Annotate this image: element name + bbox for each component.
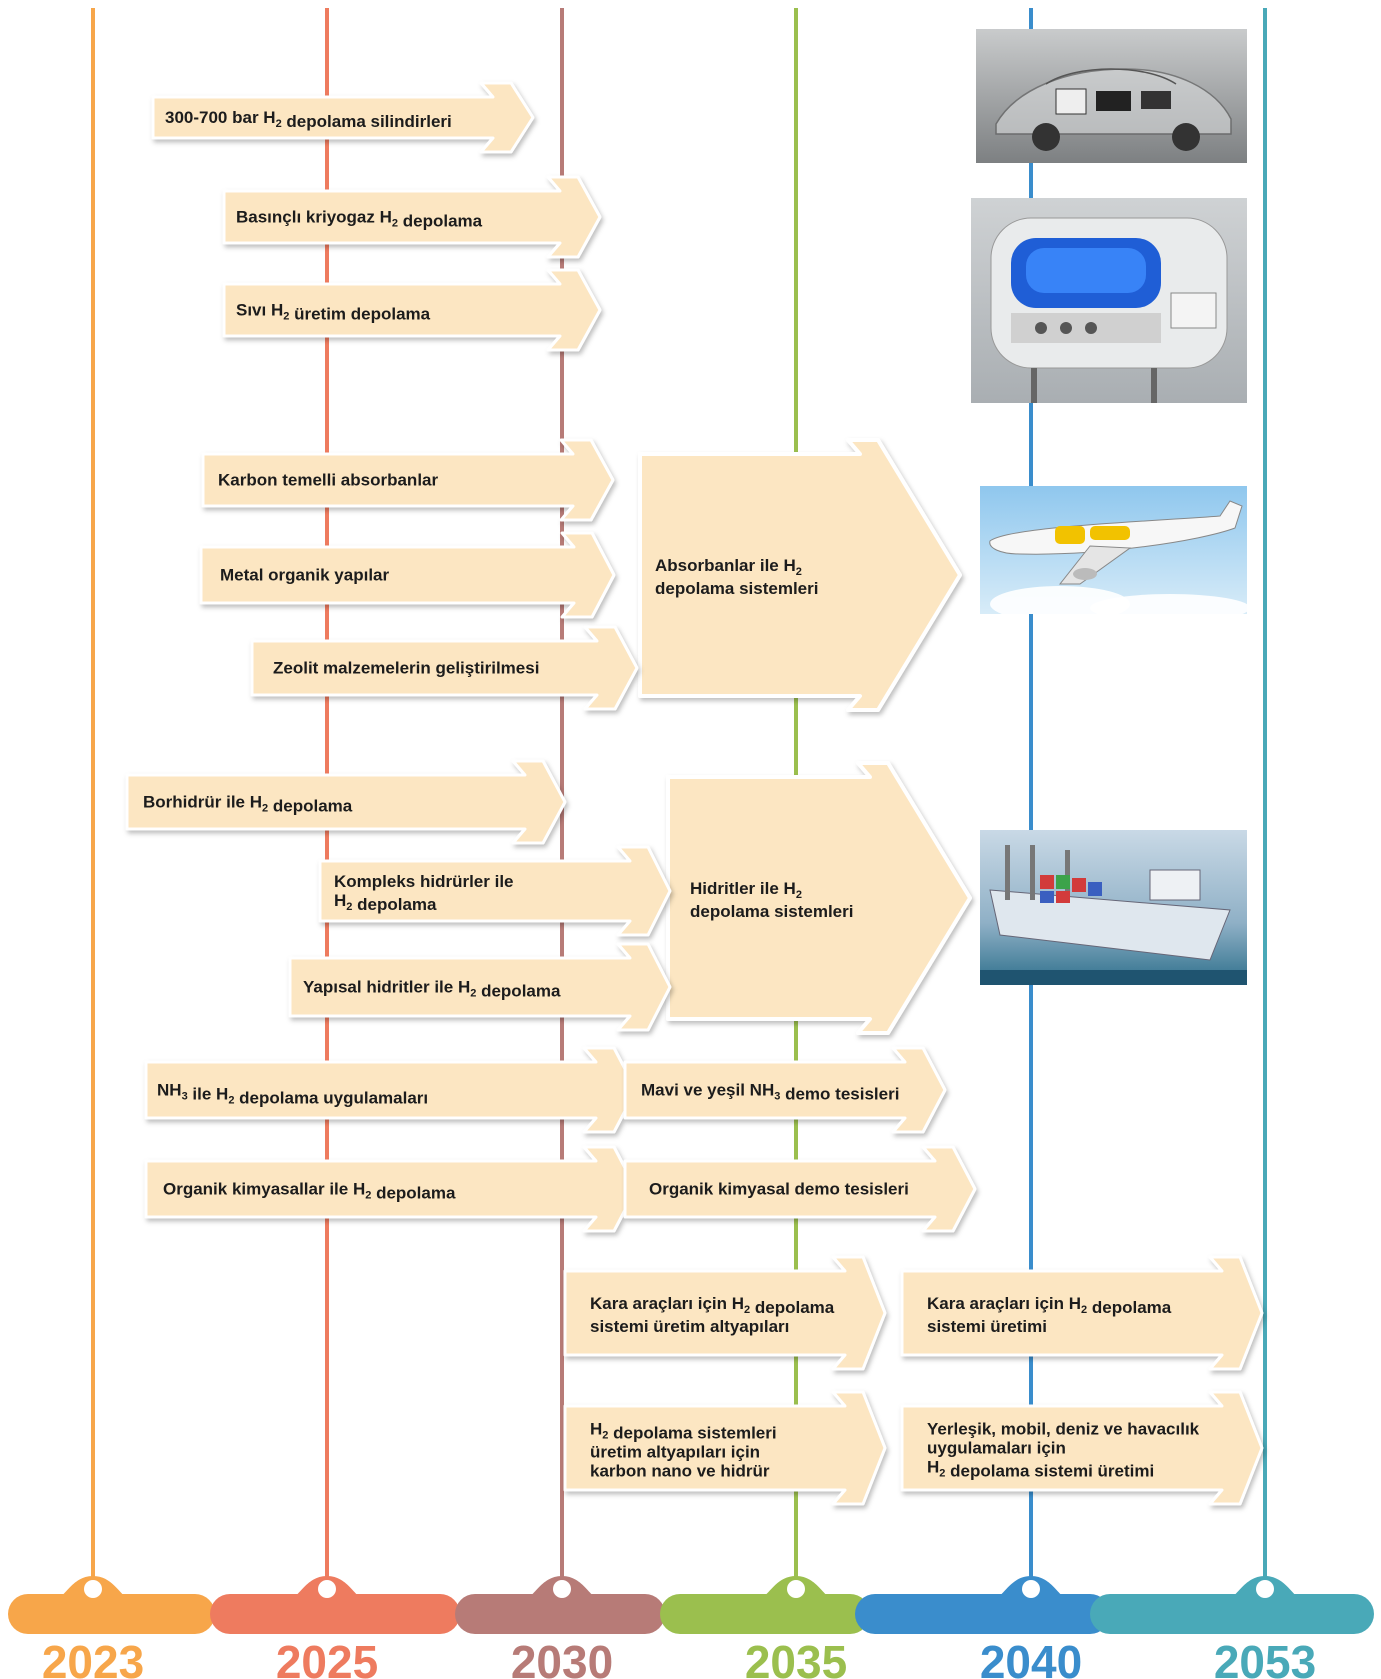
arrow-a1: 300-700 bar H2 depolama silindirleri — [151, 81, 535, 154]
arrow-a6: Zeolit malzemelerin geliştirilmesi — [250, 625, 639, 711]
arrow-shape — [201, 438, 615, 522]
arrow-shape — [199, 531, 616, 619]
year-label-2053: 2053 — [1214, 1636, 1316, 1679]
timeline-segment-2023 — [8, 1594, 215, 1634]
arrow-shape — [288, 942, 672, 1032]
year-marker-2030 — [522, 1576, 602, 1600]
arrow-shape — [250, 625, 639, 711]
arrow-shape — [623, 1145, 977, 1233]
arrow-a12: Organik kimyasallar ile H2 depolama — [144, 1145, 638, 1233]
car-photo — [976, 29, 1247, 163]
arrow-label: Borhidrür ile H2 depolama — [143, 792, 353, 815]
aircraft-photo — [980, 486, 1247, 614]
arrow-a5: Metal organik yapılar — [199, 531, 616, 619]
arrow-a9: Yapısal hidritler ile H2 depolama — [288, 942, 672, 1032]
arrow-shape — [563, 1390, 887, 1506]
year-label-2025: 2025 — [276, 1636, 378, 1679]
year-marker-2053 — [1225, 1576, 1305, 1600]
year-label-2035: 2035 — [745, 1636, 847, 1679]
arrow-shape — [222, 175, 602, 259]
arrow-label: NH3 ile H2 depolama uygulamaları — [157, 1080, 428, 1107]
arrow-shape — [151, 81, 535, 154]
arrow-label: Metal organik yapılar — [220, 565, 389, 584]
arrow-a2: Basınçlı kriyogaz H2 depolama — [222, 175, 602, 259]
arrow-label: 300-700 bar H2 depolama silindirleri — [165, 108, 452, 131]
arrow-label: Sıvı H2 üretim depolama — [236, 300, 431, 323]
timeline-segment-2040 — [855, 1594, 1110, 1634]
arrow-a7: Borhidrür ile H2 depolama — [125, 759, 567, 845]
timeline-segment-2025 — [210, 1594, 460, 1634]
year-marker-2025 — [287, 1576, 367, 1600]
timeline-segment-2035 — [660, 1594, 870, 1634]
arrow-shape — [900, 1390, 1264, 1506]
arrow-label: Basınçlı kriyogaz H2 depolama — [236, 207, 483, 230]
arrow-a11: Mavi ve yeşil NH3 demo tesisleri — [623, 1046, 947, 1134]
arrow-a10: NH3 ile H2 depolama uygulamaları — [144, 1046, 638, 1134]
arrow-label: Karbon temelli absorbanlar — [218, 470, 438, 489]
arrow-shape — [318, 845, 672, 937]
arrow-shape — [125, 759, 567, 845]
cryogenic-tank-photo — [971, 198, 1247, 403]
arrow-label: Organik kimyasallar ile H2 depolama — [163, 1179, 456, 1202]
arrow-a13: Organik kimyasal demo tesisleri — [623, 1145, 977, 1233]
timeline-segment-2053 — [1090, 1594, 1374, 1634]
arrow-shape — [623, 1046, 947, 1134]
ship-photo — [980, 830, 1247, 985]
big-arrow-shape — [638, 438, 962, 712]
arrow-a4: Karbon temelli absorbanlar — [201, 438, 615, 522]
arrow-label: Organik kimyasal demo tesisleri — [649, 1179, 909, 1198]
arrow-shape — [900, 1255, 1264, 1371]
timeline-segment-2030 — [455, 1594, 665, 1634]
arrow-shape — [222, 268, 602, 352]
year-marker-2023 — [53, 1576, 133, 1600]
arrow-label: Yapısal hidritler ile H2 depolama — [303, 977, 561, 1000]
timeline-bar: 2023 2025 2030 2035 2040 2053 — [8, 1576, 1374, 1679]
arrow-label: Zeolit malzemelerin geliştirilmesi — [273, 658, 539, 677]
arrow-label: Mavi ve yeşil NH3 demo tesisleri — [641, 1080, 899, 1103]
year-marker-2035 — [756, 1576, 836, 1600]
big-arrow-shape — [666, 761, 972, 1035]
year-label-2023: 2023 — [42, 1636, 144, 1679]
arrow-shape — [563, 1255, 887, 1371]
year-label-2040: 2040 — [980, 1636, 1082, 1679]
year-marker-2040 — [991, 1576, 1071, 1600]
year-label-2030: 2030 — [511, 1636, 613, 1679]
arrow-a3: Sıvı H2 üretim depolama — [222, 268, 602, 352]
